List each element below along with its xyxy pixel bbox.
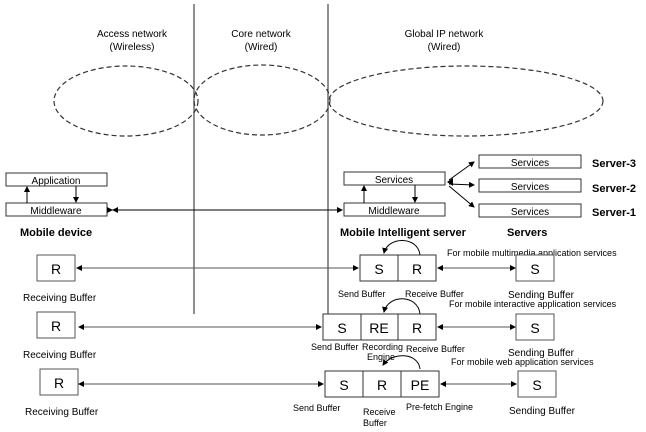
row2-client-receiving-box bbox=[36, 311, 76, 339]
server-1-name: Server-1 bbox=[592, 207, 636, 219]
access-network-ellipse bbox=[53, 65, 199, 137]
mobile-device-label: Mobile device bbox=[20, 227, 92, 239]
server-services-label: Services bbox=[375, 175, 413, 186]
row1-receive-buffer-label: Receive Buffer bbox=[405, 289, 464, 299]
device-middleware-label: Middleware bbox=[30, 206, 82, 217]
zone-title-core: Core network bbox=[231, 29, 291, 40]
row2-client-box-label: R bbox=[51, 318, 61, 334]
server-1-services-label: Services bbox=[511, 207, 549, 218]
row3-buffer-label: Buffer bbox=[363, 418, 387, 428]
row2-recording-label: Recording bbox=[362, 342, 403, 352]
row3-client-receiving-box bbox=[39, 368, 79, 396]
row2-loop-arrow bbox=[382, 298, 421, 315]
server-middleware-box bbox=[343, 202, 446, 217]
row1-client-box-label: R bbox=[51, 261, 61, 277]
server-2-services-box bbox=[478, 178, 582, 193]
core-network-ellipse bbox=[193, 64, 331, 136]
row2-recording-engine-box bbox=[360, 313, 399, 341]
row3-prefetch-engine-label: Pre-fetch Engine bbox=[406, 402, 473, 412]
server-2-name: Server-2 bbox=[592, 183, 636, 195]
row3-send-buffer-label: Send Buffer bbox=[293, 403, 340, 413]
row3-client-label: Receiving Buffer bbox=[25, 407, 99, 418]
server-3-services-label: Services bbox=[511, 158, 549, 169]
row3-remote-box-label: S bbox=[532, 377, 541, 393]
server-3-services-box bbox=[478, 154, 582, 169]
row1-caption: For mobile multimedia application servic… bbox=[447, 248, 617, 258]
zone-subtitle-core: (Wired) bbox=[245, 42, 278, 53]
row3-receive-label: Receive bbox=[363, 407, 396, 417]
link-server-1 bbox=[448, 185, 475, 208]
row2-send-buffer-letter: S bbox=[337, 320, 346, 336]
row1-receive-buffer-letter: R bbox=[412, 261, 422, 277]
link-server-2 bbox=[448, 181, 475, 188]
row3-client-box-label: R bbox=[54, 375, 64, 391]
zone-title-global: Global IP network bbox=[405, 29, 485, 40]
row2-recording-engine-letters: RE bbox=[369, 320, 388, 336]
row3-receive-buffer-box bbox=[362, 370, 402, 398]
zone-title-access: Access network bbox=[97, 29, 168, 40]
row2-receive-buffer-label: Receive Buffer bbox=[406, 344, 465, 354]
row2-remote-sending-box bbox=[515, 313, 555, 341]
row3-send-buffer-letter: S bbox=[339, 377, 348, 393]
global-ip-network-ellipse bbox=[328, 65, 604, 137]
row3-prefetch-engine-box bbox=[400, 370, 440, 398]
row1-receive-buffer-box bbox=[397, 254, 437, 282]
server-3-name: Server-3 bbox=[592, 158, 636, 170]
row2-receive-buffer-box bbox=[397, 313, 437, 341]
row1-loop-arrow bbox=[382, 240, 421, 256]
row3-remote-label: Sending Buffer bbox=[509, 406, 576, 417]
row2-send-buffer-label: Send Buffer bbox=[311, 342, 358, 352]
row1-remote-sending-box bbox=[515, 254, 555, 282]
server-2-services-label: Services bbox=[511, 182, 549, 193]
zone-subtitle-access: (Wireless) bbox=[110, 42, 155, 53]
row1-send-buffer-letter: S bbox=[374, 261, 383, 277]
row2-remote-label: Sending Buffer bbox=[508, 348, 575, 359]
server-1-services-box bbox=[478, 203, 582, 218]
row2-remote-box-label: S bbox=[530, 320, 539, 336]
application-box bbox=[5, 172, 108, 187]
row2-caption: For mobile interactive application servi… bbox=[449, 299, 617, 309]
row3-send-buffer-box bbox=[324, 370, 364, 398]
intelligent-server-label: Mobile Intelligent server bbox=[340, 227, 467, 239]
row1-client-label: Receiving Buffer bbox=[23, 293, 97, 304]
row1-remote-label: Sending Buffer bbox=[508, 290, 575, 301]
application-label: Application bbox=[32, 176, 81, 187]
zone-subtitle-global: (Wired) bbox=[428, 42, 461, 53]
servers-label: Servers bbox=[507, 227, 547, 239]
server-services-box bbox=[343, 171, 446, 186]
row3-prefetch-engine-letters: PE bbox=[411, 377, 430, 393]
row1-send-buffer-label: Send Buffer bbox=[338, 289, 385, 299]
row2-engine-label: Engine bbox=[367, 352, 395, 362]
row3-remote-sending-box bbox=[517, 370, 557, 398]
row3-caption: For mobile web application services bbox=[451, 357, 594, 367]
row1-client-receiving-box bbox=[36, 254, 76, 282]
row3-loop-arrow bbox=[382, 355, 421, 370]
row2-send-buffer-box bbox=[322, 313, 362, 341]
row1-remote-box-label: S bbox=[530, 261, 539, 277]
row3-receive-buffer-letter: R bbox=[377, 377, 387, 393]
server-middleware-label: Middleware bbox=[368, 206, 420, 217]
link-server-3 bbox=[448, 161, 475, 181]
row2-receive-buffer-letter: R bbox=[412, 320, 422, 336]
row2-client-label: Receiving Buffer bbox=[23, 350, 97, 361]
